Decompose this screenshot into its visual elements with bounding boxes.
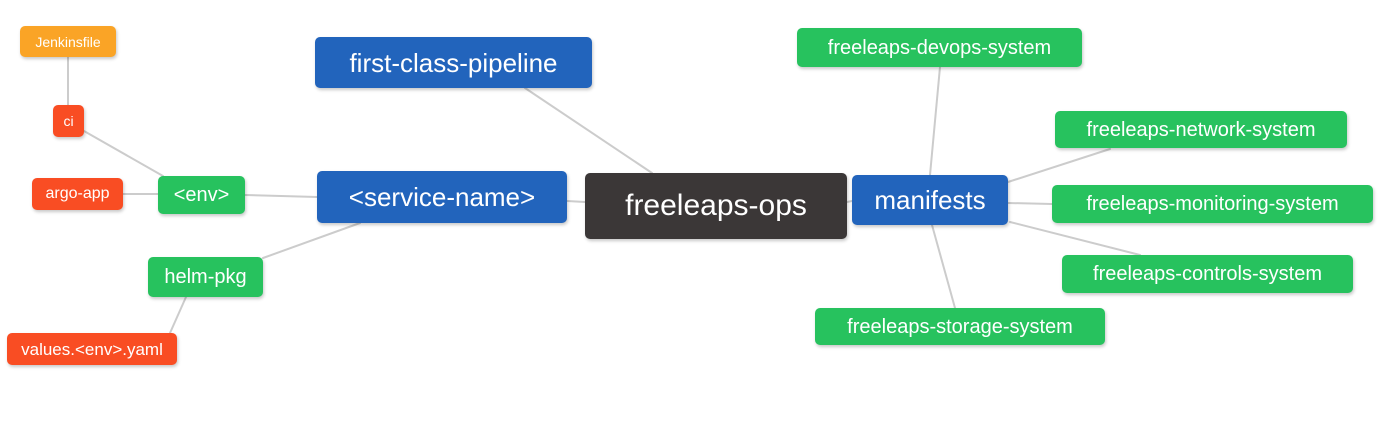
edge-ci-to-env	[83, 130, 164, 177]
node-helm-pkg[interactable]: helm-pkg	[148, 257, 263, 297]
edge-first-class-pipeline-to-freeleaps-ops	[524, 87, 653, 174]
edge-manifests-to-freeleaps-storage-system	[931, 224, 956, 309]
edge-manifests-to-freeleaps-devops-system	[929, 66, 941, 176]
node-jenkinsfile[interactable]: Jenkinsfile	[20, 26, 116, 57]
node-freeleaps-devops-system[interactable]: freeleaps-devops-system	[797, 28, 1082, 67]
edge-manifests-to-freeleaps-monitoring-system	[1007, 202, 1053, 205]
node-env[interactable]: <env>	[158, 176, 245, 214]
node-freeleaps-monitoring-system[interactable]: freeleaps-monitoring-system	[1052, 185, 1373, 223]
node-freeleaps-controls-system[interactable]: freeleaps-controls-system	[1062, 255, 1353, 293]
edge-manifests-to-freeleaps-controls-system	[1009, 221, 1141, 256]
edge-env-to-service-name	[244, 194, 318, 198]
node-values-env-yaml[interactable]: values.<env>.yaml	[7, 333, 177, 365]
node-argo-app[interactable]: argo-app	[32, 178, 123, 210]
node-freeleaps-network-system[interactable]: freeleaps-network-system	[1055, 111, 1347, 148]
node-first-class-pipeline[interactable]: first-class-pipeline	[315, 37, 592, 88]
node-freeleaps-ops[interactable]: freeleaps-ops	[585, 173, 847, 239]
edge-manifests-to-freeleaps-network-system	[1007, 148, 1111, 183]
edge-helm-pkg-to-service-name	[262, 222, 361, 259]
node-ci[interactable]: ci	[53, 105, 84, 137]
node-service-name[interactable]: <service-name>	[317, 171, 567, 223]
edge-service-name-to-freeleaps-ops	[566, 200, 586, 203]
node-freeleaps-storage-system[interactable]: freeleaps-storage-system	[815, 308, 1105, 345]
node-manifests[interactable]: manifests	[852, 175, 1008, 225]
edge-helm-pkg-to-values-env-yaml	[169, 296, 187, 334]
